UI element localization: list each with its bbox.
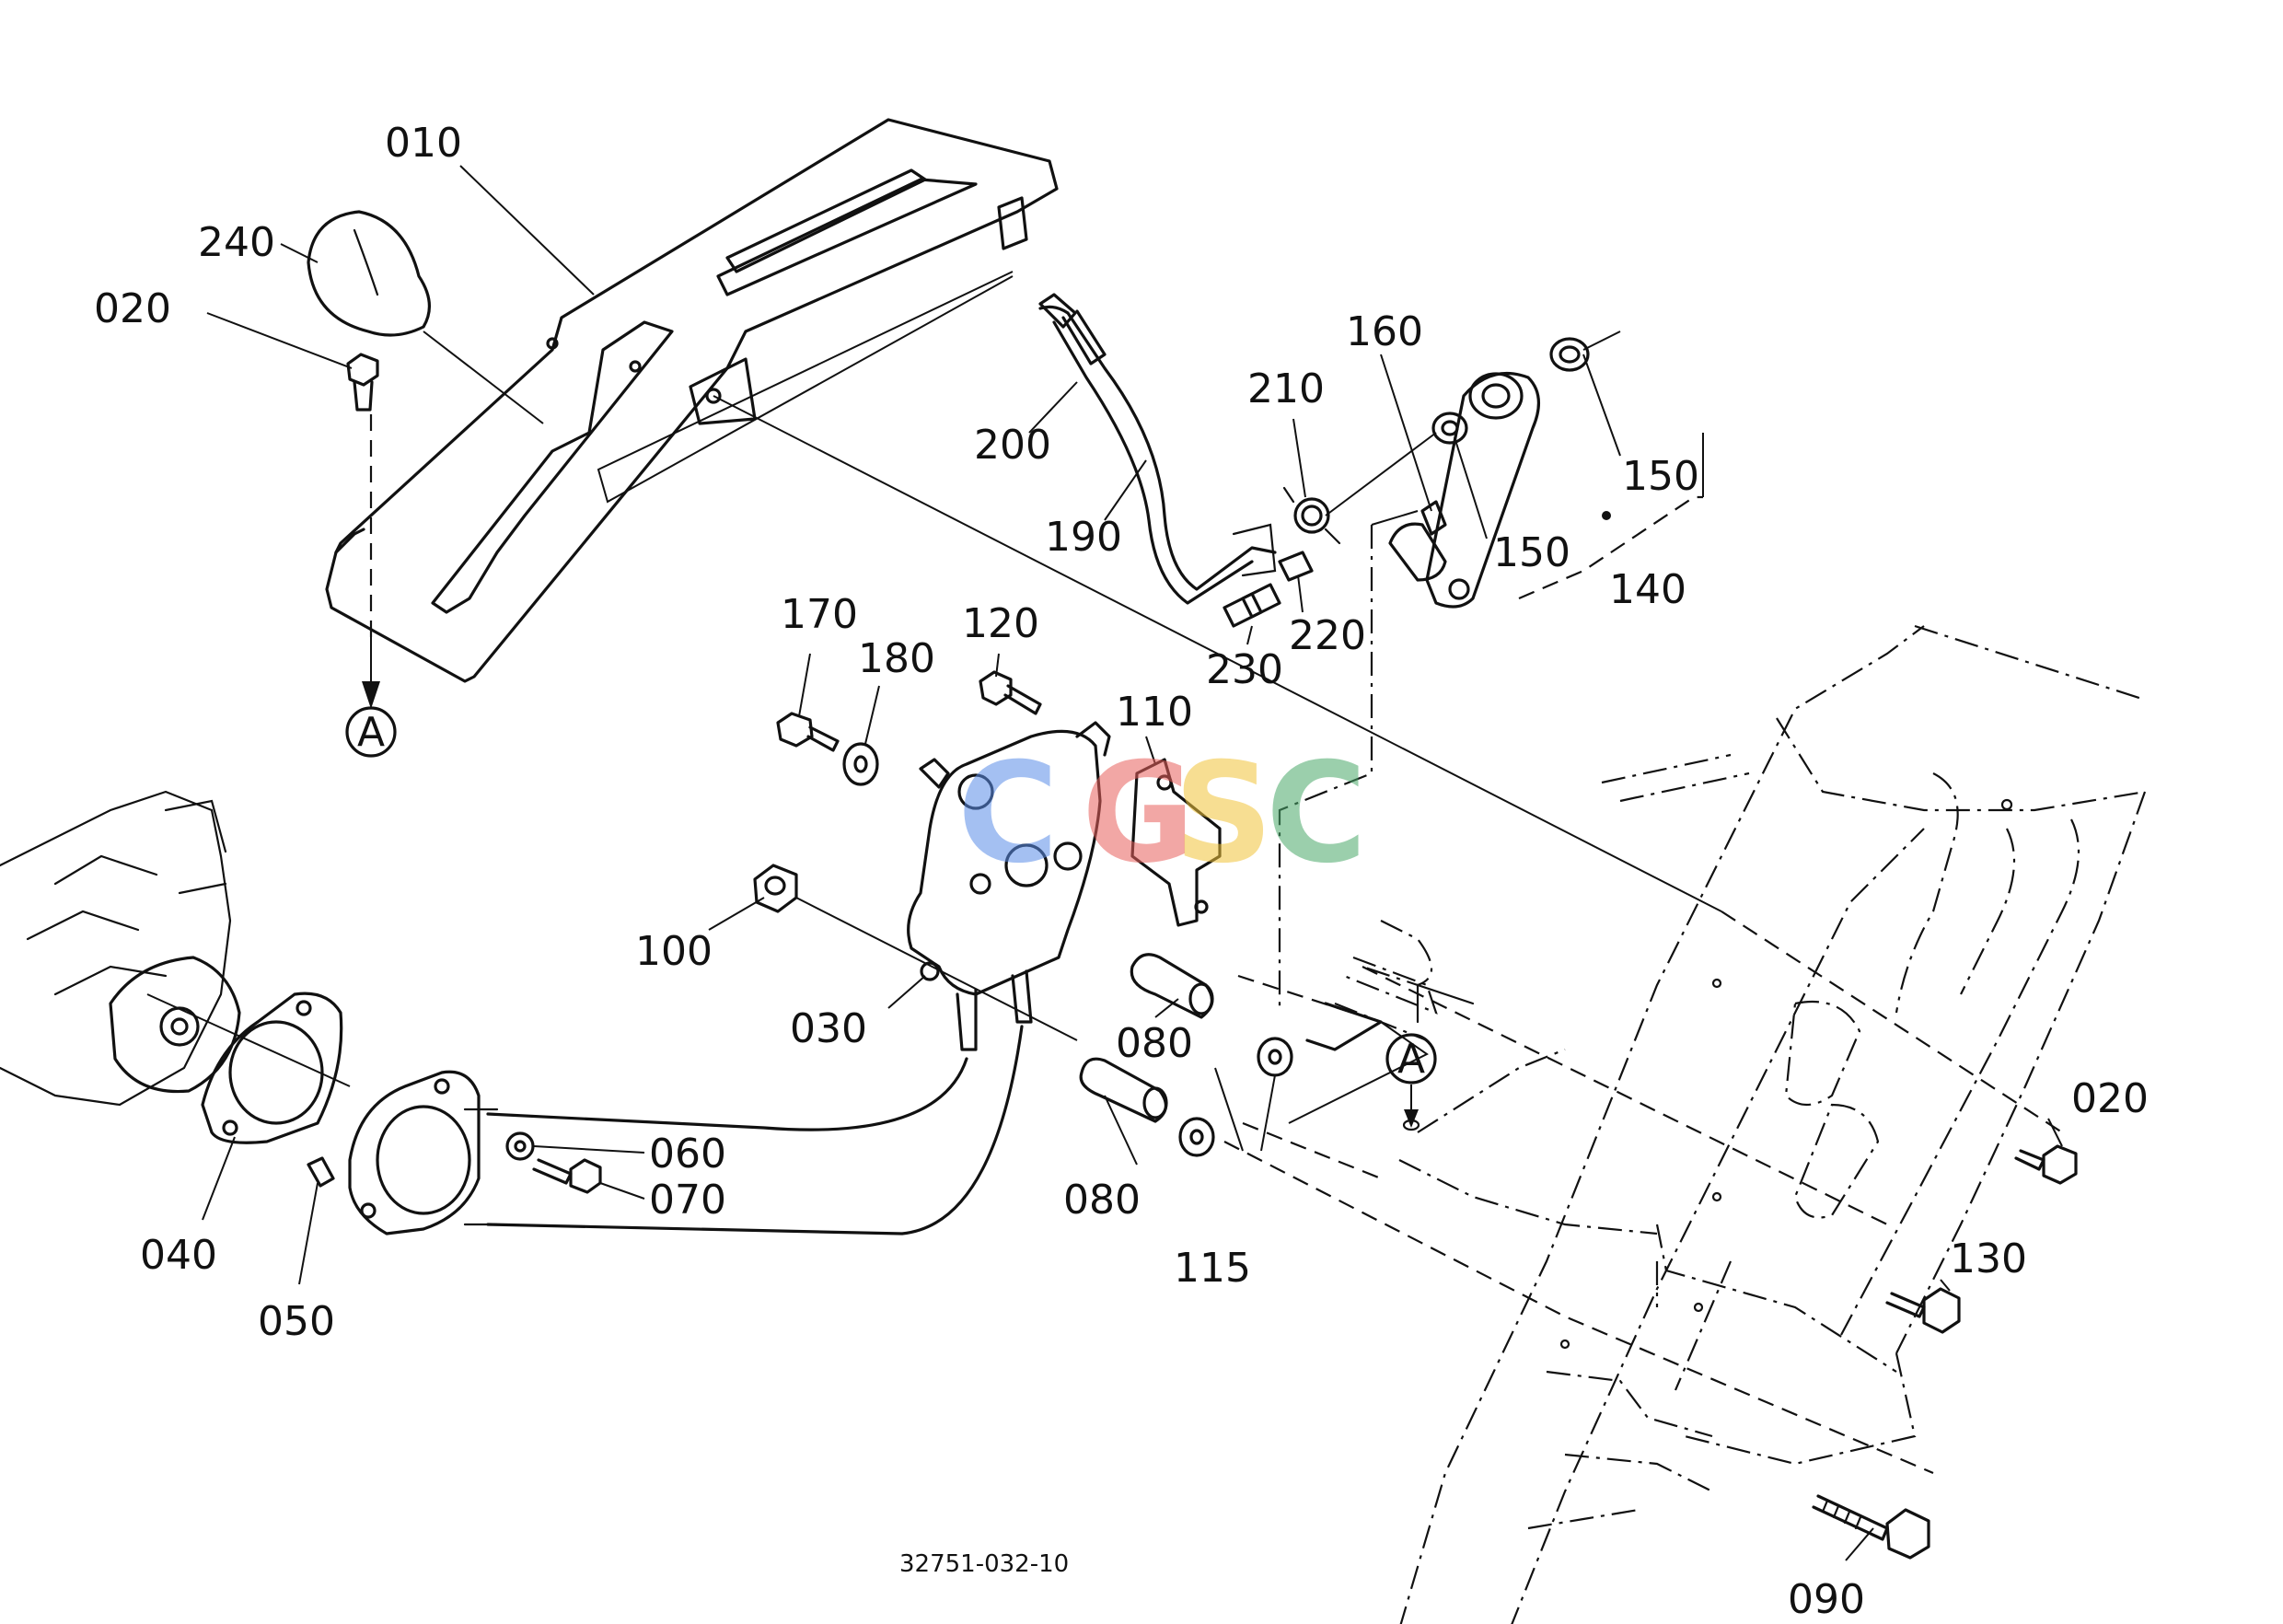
- pin-220: [1278, 551, 1314, 582]
- pin-230: [1223, 583, 1281, 628]
- washer-060: [505, 1131, 535, 1161]
- callout-050: 050: [258, 1298, 335, 1345]
- callout-100: 100: [635, 928, 713, 975]
- drawing-code: 32751-032-10: [899, 1550, 1069, 1578]
- bolt-070: [532, 1158, 602, 1194]
- washer-180: [842, 742, 879, 786]
- callout-180: 180: [858, 635, 935, 682]
- callout-090: 090: [1788, 1576, 1865, 1623]
- spacer-080-upper: [1130, 953, 1214, 1019]
- pump-body-left: [0, 790, 241, 1107]
- callout-leaders: [202, 165, 2063, 1561]
- callout-210: 210: [1247, 365, 1325, 412]
- callout-080-lower: 080: [1063, 1177, 1141, 1224]
- reference-mark-a-top: A: [357, 709, 385, 756]
- cover-plate-010: [325, 118, 1059, 683]
- assembly-reference-lines: [597, 271, 2063, 1475]
- callout-170: 170: [781, 591, 858, 638]
- reference-mark-a-right-group: A: [1385, 1033, 1437, 1131]
- bolt-130: [1885, 1287, 1961, 1334]
- pump-cover: [348, 1070, 481, 1235]
- bolt-120: [979, 670, 1042, 715]
- washer-115-upper: [1257, 1037, 1293, 1077]
- callout-140: 140: [1609, 566, 1686, 613]
- bolt-170: [776, 712, 840, 752]
- callout-080-upper: 080: [1116, 1020, 1193, 1067]
- bolt-090: [1812, 1494, 1930, 1560]
- callout-030: 030: [790, 1005, 867, 1052]
- callout-240: 240: [198, 219, 275, 266]
- callout-120: 120: [962, 600, 1039, 647]
- pin-050: [307, 1156, 335, 1188]
- callout-160: 160: [1346, 308, 1423, 355]
- callout-190: 190: [1045, 514, 1122, 561]
- callout-150-lower: 150: [1493, 529, 1570, 576]
- callout-020-top: 020: [94, 285, 171, 332]
- callout-labels: 010 240 020 200 190 210 160 150 150 140 …: [94, 120, 2149, 1623]
- callout-060: 060: [649, 1131, 726, 1177]
- callout-040: 040: [140, 1232, 217, 1279]
- hydraulic-hoses: [463, 1025, 1024, 1235]
- callout-115: 115: [1174, 1245, 1251, 1292]
- watermark-letter-3: S: [1174, 734, 1273, 894]
- arm-assembly-140: [1325, 331, 1704, 609]
- bolt-020-right: [2014, 1144, 2078, 1185]
- spring-210: [1282, 486, 1341, 545]
- knob-240: [307, 210, 431, 337]
- callout-200: 200: [974, 422, 1051, 469]
- callout-110: 110: [1116, 689, 1193, 736]
- valve-housing-030: [907, 721, 1111, 1051]
- lever-190: [1038, 293, 1277, 605]
- bolt-020-top: A: [345, 353, 397, 758]
- callout-150-upper: 150: [1622, 453, 1699, 500]
- callout-020-right: 020: [2071, 1075, 2149, 1122]
- callout-070: 070: [649, 1177, 726, 1224]
- gasket-040: [201, 992, 343, 1144]
- chassis-frame: [1214, 624, 2147, 1624]
- spacer-080-lower: [1079, 1057, 1168, 1123]
- callout-230: 230: [1206, 646, 1283, 693]
- callout-010: 010: [385, 120, 462, 167]
- watermark-letter-4: C: [1266, 734, 1367, 894]
- watermark-letter-1: C: [957, 734, 1059, 894]
- watermark-logo: C G S C: [957, 734, 1367, 894]
- bracket-110: [1130, 758, 1222, 927]
- watermark-letter-2: G: [1082, 734, 1195, 894]
- washer-115-lower: [1178, 1117, 1215, 1157]
- reference-mark-a-right: A: [1397, 1036, 1425, 1083]
- callout-130: 130: [1950, 1235, 2027, 1282]
- callout-220: 220: [1289, 612, 1366, 659]
